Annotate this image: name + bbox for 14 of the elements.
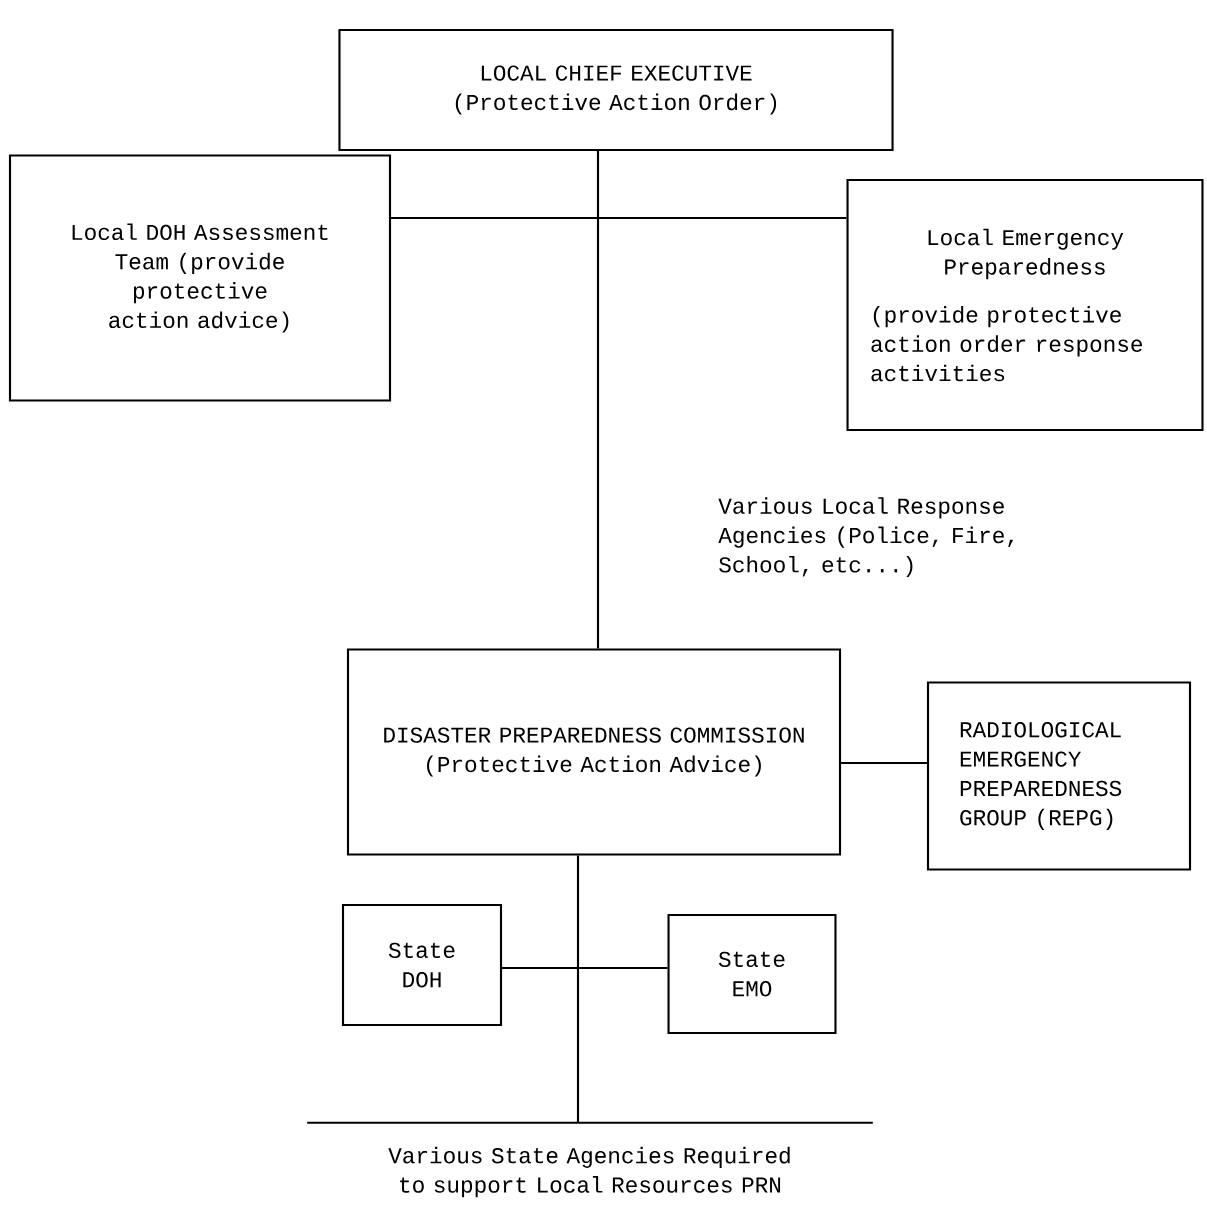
connector-line (841, 761, 927, 765)
org-box: RADIOLOGICAL EMERGENCY PREPAREDNESS GROUP (REPG) (926, 681, 1192, 871)
org-box: State DOH (341, 903, 503, 1027)
connector-line (391, 216, 847, 220)
org-box: State EMO (667, 913, 837, 1035)
org-box: Local Emergency Preparedness (provide protective action order response activities (846, 178, 1204, 432)
connector-line (596, 151, 600, 649)
connector-line (576, 855, 580, 1123)
org-box: LOCAL CHIEF EXECUTIVE (Protective Action Order) (338, 28, 894, 152)
connector-line (502, 966, 668, 970)
agencies-bar: Various State Agencies Required to support Local Resources PRN (307, 1121, 873, 1198)
org-box: DISASTER PREPAREDNESS COMMISSION (Protective Action Advice) (346, 648, 842, 856)
note-text: Various Local Response Agencies (Police, Fire, School, etc...) (718, 497, 1014, 578)
org-box: Local DOH Assessment Team (provide protective action advice) (8, 154, 392, 402)
